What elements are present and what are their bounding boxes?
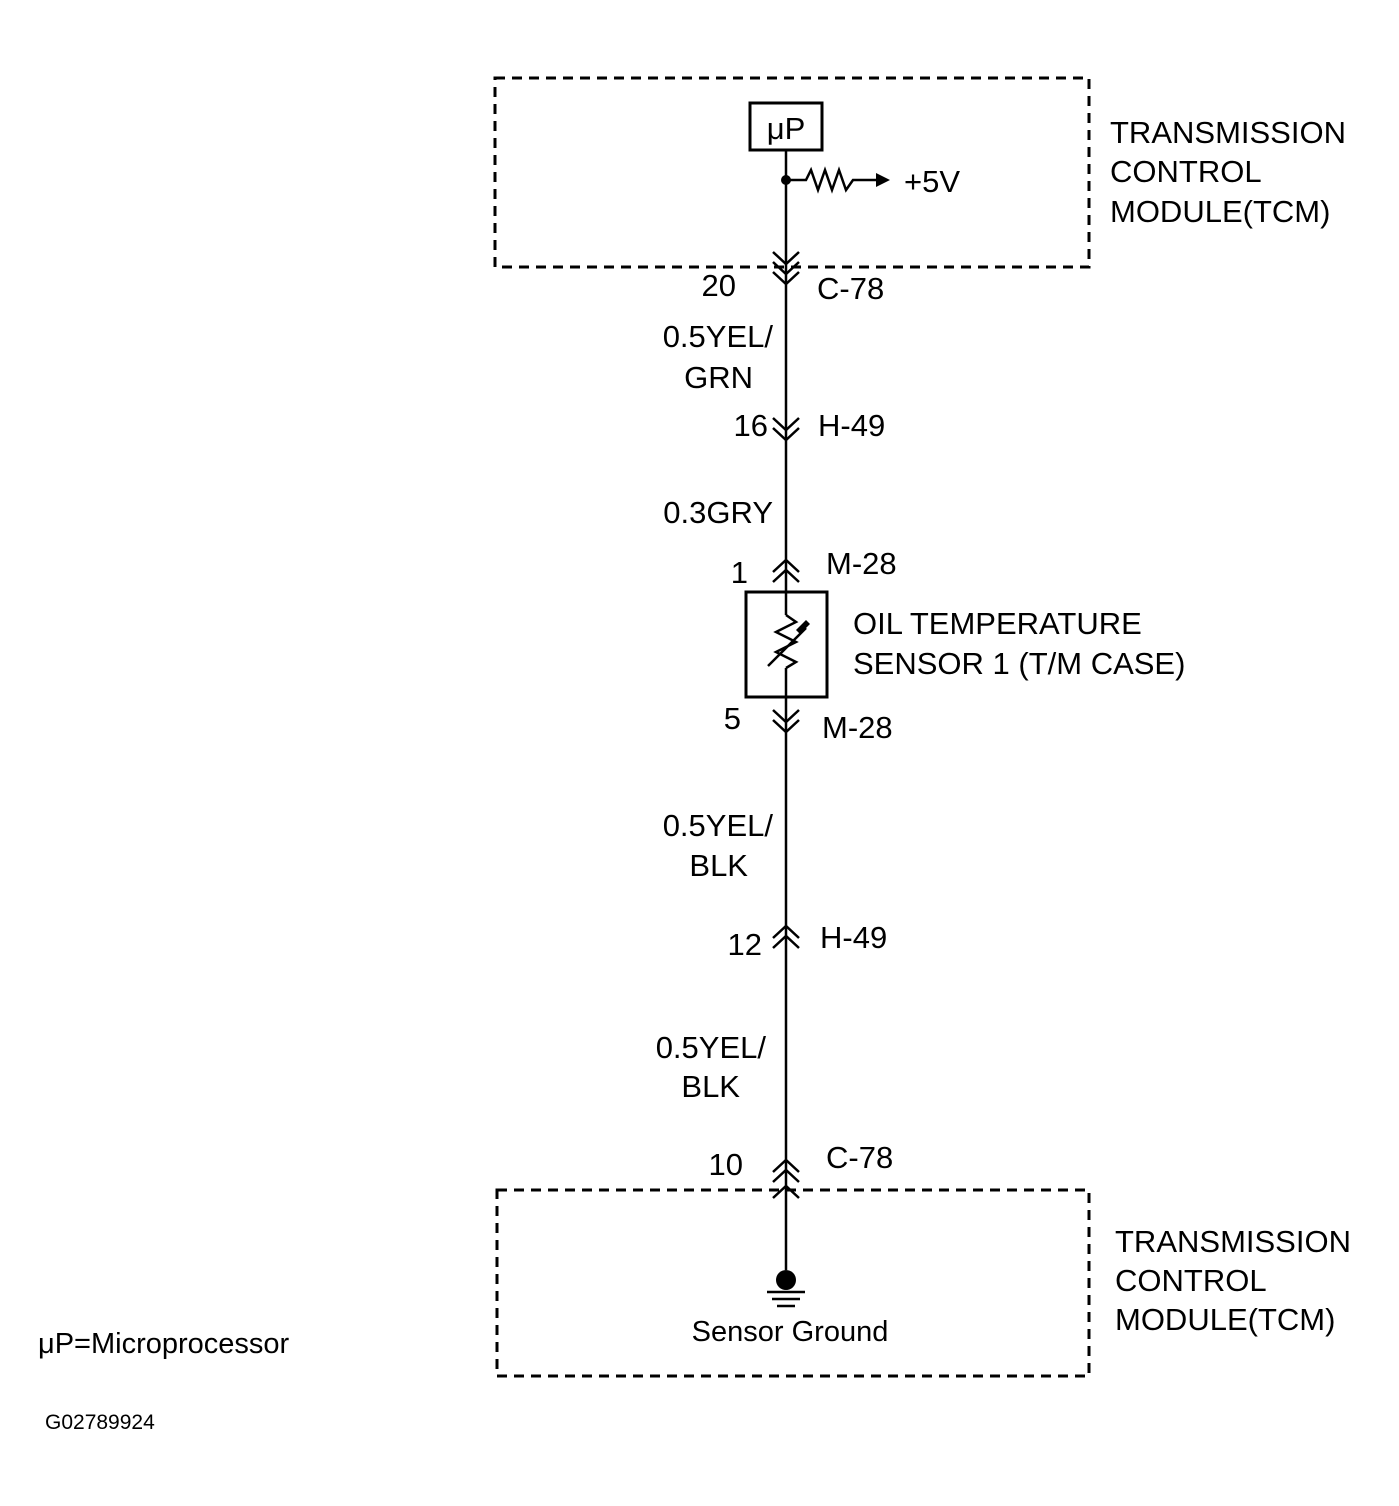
connector-chevron-down-icon <box>772 251 800 286</box>
sensor-label-line-1: OIL TEMPERATURE <box>853 606 1142 641</box>
h49-bottom-pin: 12 <box>728 927 762 962</box>
tcm-bottom-label-line-1: TRANSMISSION <box>1115 1224 1351 1259</box>
connector-chevron-down-icon <box>772 417 800 442</box>
wire-1-label-line-1: 0.5YEL/ <box>663 319 774 354</box>
microprocessor-legend: μP=Microprocessor <box>38 1328 290 1360</box>
connector-chevron-up-icon <box>772 924 800 949</box>
tcm-bottom-label-line-2: CONTROL <box>1115 1263 1267 1298</box>
supply-voltage-label: +5V <box>904 164 960 199</box>
c78-top-name: C-78 <box>817 271 884 306</box>
c78-top-pin: 20 <box>702 268 736 303</box>
resistor-icon <box>786 166 890 194</box>
h49-top-name: H-49 <box>818 408 885 443</box>
wire-1-label-line-2: GRN <box>684 360 753 395</box>
wire-3-label-line-2: BLK <box>689 848 748 883</box>
tcm-bottom-label-line-3: MODULE(TCM) <box>1115 1302 1335 1337</box>
wire-4-label-line-1: 0.5YEL/ <box>656 1030 767 1065</box>
wire-4-label-line-2: BLK <box>681 1069 740 1104</box>
m28-bottom-name: M-28 <box>822 710 893 745</box>
tcm-bottom-boundary <box>495 1188 1091 1378</box>
figure-id: G02789924 <box>45 1411 155 1434</box>
ground-icon <box>767 1270 805 1308</box>
h49-bottom-name: H-49 <box>820 920 887 955</box>
tcm-top-label: TRANSMISSION CONTROL MODULE(TCM) <box>1110 115 1346 229</box>
connector-chevron-up-icon <box>772 1158 800 1199</box>
connector-chevron-up-icon <box>772 558 800 583</box>
thermistor-icon <box>767 592 810 697</box>
sensor-label-line-2: SENSOR 1 (T/M CASE) <box>853 646 1185 681</box>
c78-bottom-pin: 10 <box>709 1147 743 1182</box>
connector-chevron-down-icon <box>772 709 800 734</box>
tcm-top-label-line-3: MODULE(TCM) <box>1110 194 1330 229</box>
microprocessor-symbol: μP <box>767 111 806 146</box>
wire-3-label-line-1: 0.5YEL/ <box>663 808 774 843</box>
c78-bottom-name: C-78 <box>826 1140 893 1175</box>
sensor-ground-label: Sensor Ground <box>692 1316 889 1348</box>
tcm-bottom-label: TRANSMISSION CONTROL MODULE(TCM) <box>1115 1224 1351 1337</box>
tcm-top-boundary <box>493 76 1091 269</box>
m28-top-pin: 1 <box>731 555 748 590</box>
wire-2-label: 0.3GRY <box>663 495 773 530</box>
m28-top-name: M-28 <box>826 546 897 581</box>
tcm-top-label-line-2: CONTROL <box>1110 154 1262 189</box>
tcm-top-label-line-1: TRANSMISSION <box>1110 115 1346 150</box>
m28-bottom-pin: 5 <box>724 701 741 736</box>
h49-top-pin: 16 <box>734 408 768 443</box>
